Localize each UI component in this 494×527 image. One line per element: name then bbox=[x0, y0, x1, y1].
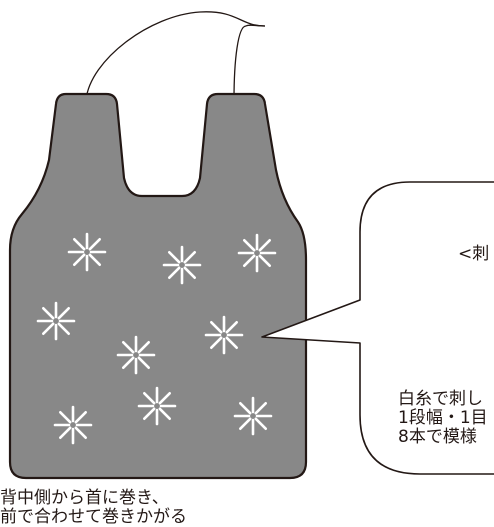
diagram-canvas bbox=[8, 11, 494, 480]
leader-line-left bbox=[85, 11, 266, 101]
bubble-line2: 1段幅・1目 bbox=[398, 408, 488, 428]
bubble-header: <刺 bbox=[458, 244, 490, 264]
asterisk-star-icon bbox=[137, 386, 177, 426]
leader-line-right bbox=[233, 25, 247, 101]
diagram: 背中側から首に巻き、 前で合わせて巻きかがる <刺 白糸で刺し 1段幅・1目 8… bbox=[0, 11, 494, 527]
speech-bubble bbox=[261, 181, 494, 475]
note-top-line2: 前で合わせて巻きかがる bbox=[0, 507, 187, 527]
bag-body bbox=[8, 92, 308, 480]
asterisk-star-icon bbox=[233, 396, 273, 436]
note-top-line1: 背中側から首に巻き、 bbox=[0, 488, 169, 508]
asterisk-star-icon bbox=[237, 233, 277, 273]
leader-bracket bbox=[245, 24, 266, 27]
motif-group bbox=[36, 232, 277, 445]
asterisk-star-icon bbox=[36, 301, 76, 341]
asterisk-star-icon bbox=[204, 315, 244, 355]
asterisk-star-icon bbox=[67, 232, 107, 272]
bubble-text: 白糸で刺し 1段幅・1目 8本で模様 bbox=[398, 390, 488, 447]
note-top: 背中側から首に巻き、 前で合わせて巻きかがる bbox=[0, 489, 494, 527]
bubble-line3: 8本で模様 bbox=[398, 427, 477, 447]
bubble-line1: 白糸で刺し bbox=[398, 389, 483, 409]
asterisk-star-icon bbox=[53, 405, 93, 445]
asterisk-star-icon bbox=[116, 335, 156, 375]
asterisk-star-icon bbox=[162, 245, 202, 285]
